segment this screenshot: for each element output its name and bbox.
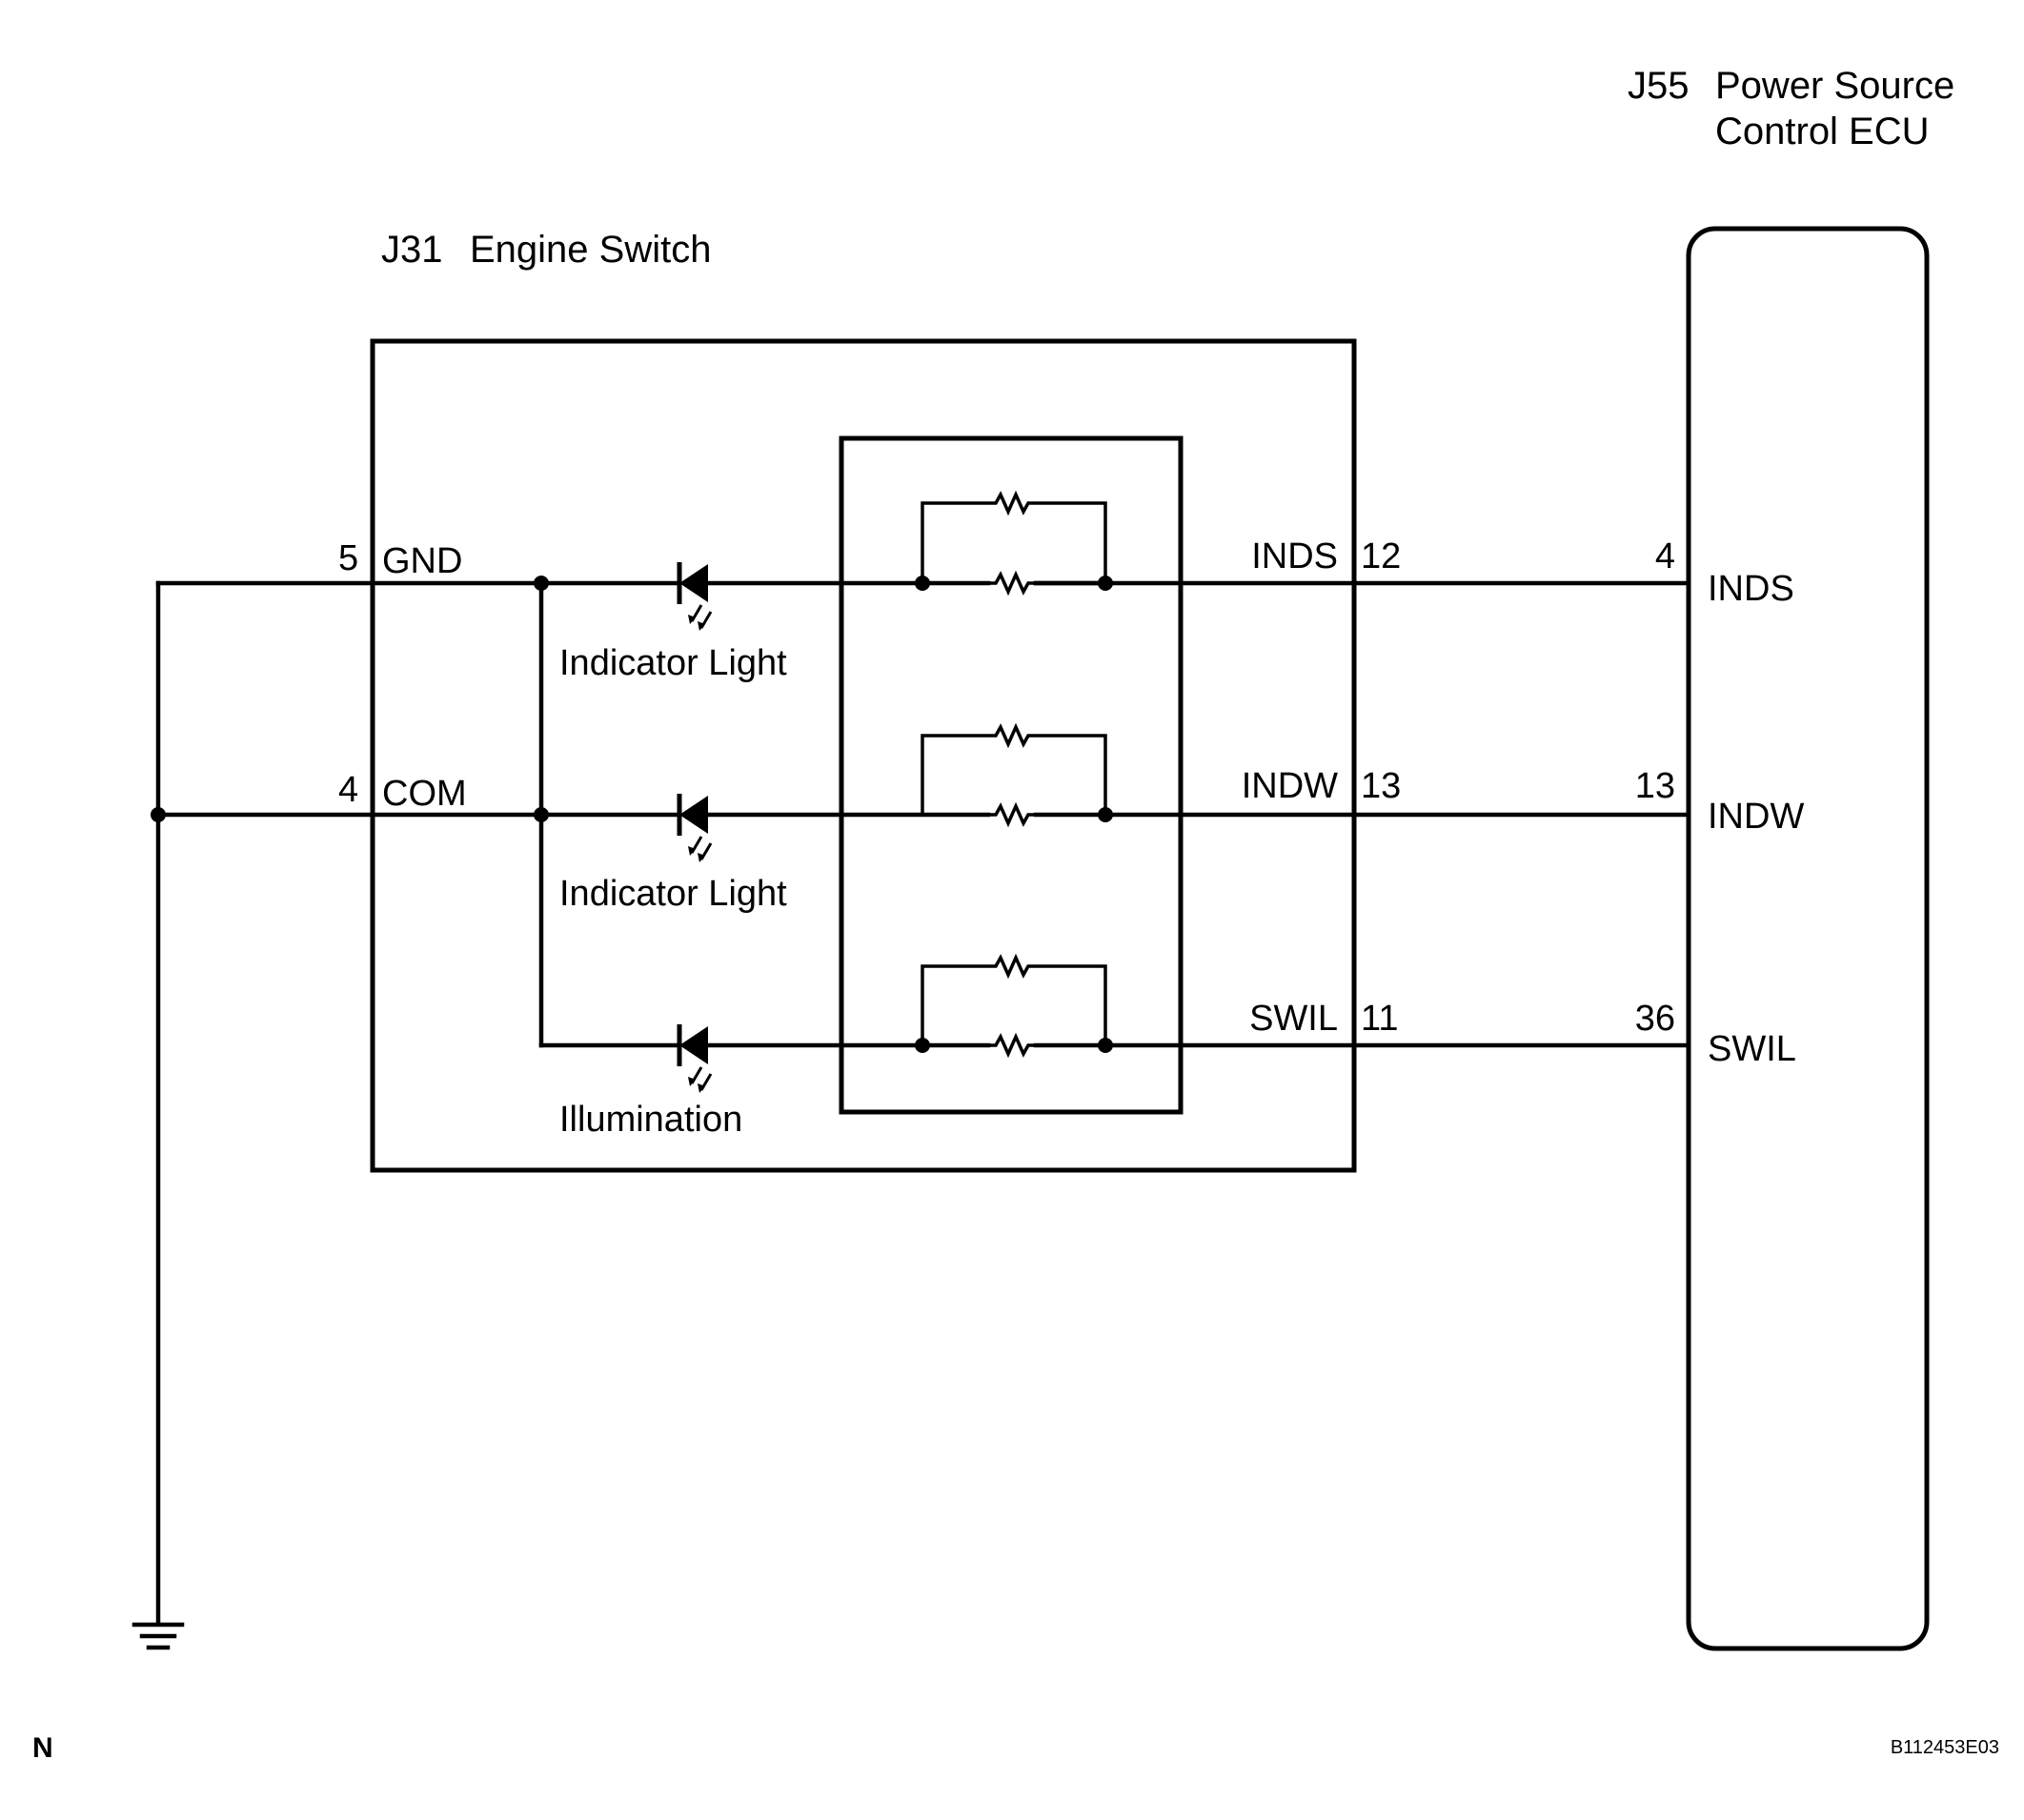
pin-number-com: 4: [338, 770, 358, 810]
resistor-module-box: [839, 435, 1184, 1115]
pin-name-gnd: GND: [382, 541, 462, 581]
circuit-row-inds: [538, 493, 1691, 631]
ground-wire: [151, 580, 375, 1625]
lamp-label-illumination: Illumination: [559, 1100, 742, 1140]
led-icon: [679, 1024, 711, 1093]
lamp-label-indicator-2: Indicator Light: [559, 874, 787, 914]
ecu-signal-name-indw: INDW: [1708, 797, 1804, 837]
ecu-name-line1: Power Source: [1715, 65, 1954, 107]
switch-signal-name-indw: INDW: [1242, 766, 1338, 806]
led-icon: [679, 794, 711, 862]
footer-figure-code: B112453E03: [1891, 1737, 1999, 1758]
ecu-name-line2: Control ECU: [1715, 111, 1930, 152]
switch-connector-id: J31: [381, 229, 443, 271]
ecu-box: [1686, 226, 1930, 1651]
circuit-row-indw: [538, 725, 1691, 862]
switch-signal-name-swil: SWIL: [1249, 999, 1338, 1039]
pin-name-com: COM: [382, 774, 467, 814]
ecu-connector-id: J55: [1628, 65, 1690, 107]
circuit-row-swil: [538, 956, 1691, 1093]
engine-switch-box: [370, 338, 1357, 1173]
switch-name: Engine Switch: [470, 229, 711, 271]
ecu-pin-indw: 13: [1635, 766, 1675, 806]
ecu-signal-name-swil: SWIL: [1708, 1029, 1796, 1069]
led-icon: [679, 562, 711, 631]
switch-signal-name-inds: INDS: [1251, 536, 1338, 576]
pin-number-gnd: 5: [338, 538, 358, 578]
footer-left-mark: N: [32, 1732, 53, 1764]
switch-pin-inds: 12: [1361, 536, 1401, 576]
switch-pin-indw: 13: [1361, 766, 1401, 806]
ground-symbol-icon: [132, 1622, 185, 1650]
lamp-label-indicator-1: Indicator Light: [559, 643, 787, 683]
ecu-pin-swil: 36: [1635, 999, 1675, 1039]
ecu-signal-name-inds: INDS: [1708, 569, 1794, 609]
ecu-pin-inds: 4: [1655, 536, 1675, 576]
switch-pin-swil: 11: [1361, 999, 1398, 1039]
